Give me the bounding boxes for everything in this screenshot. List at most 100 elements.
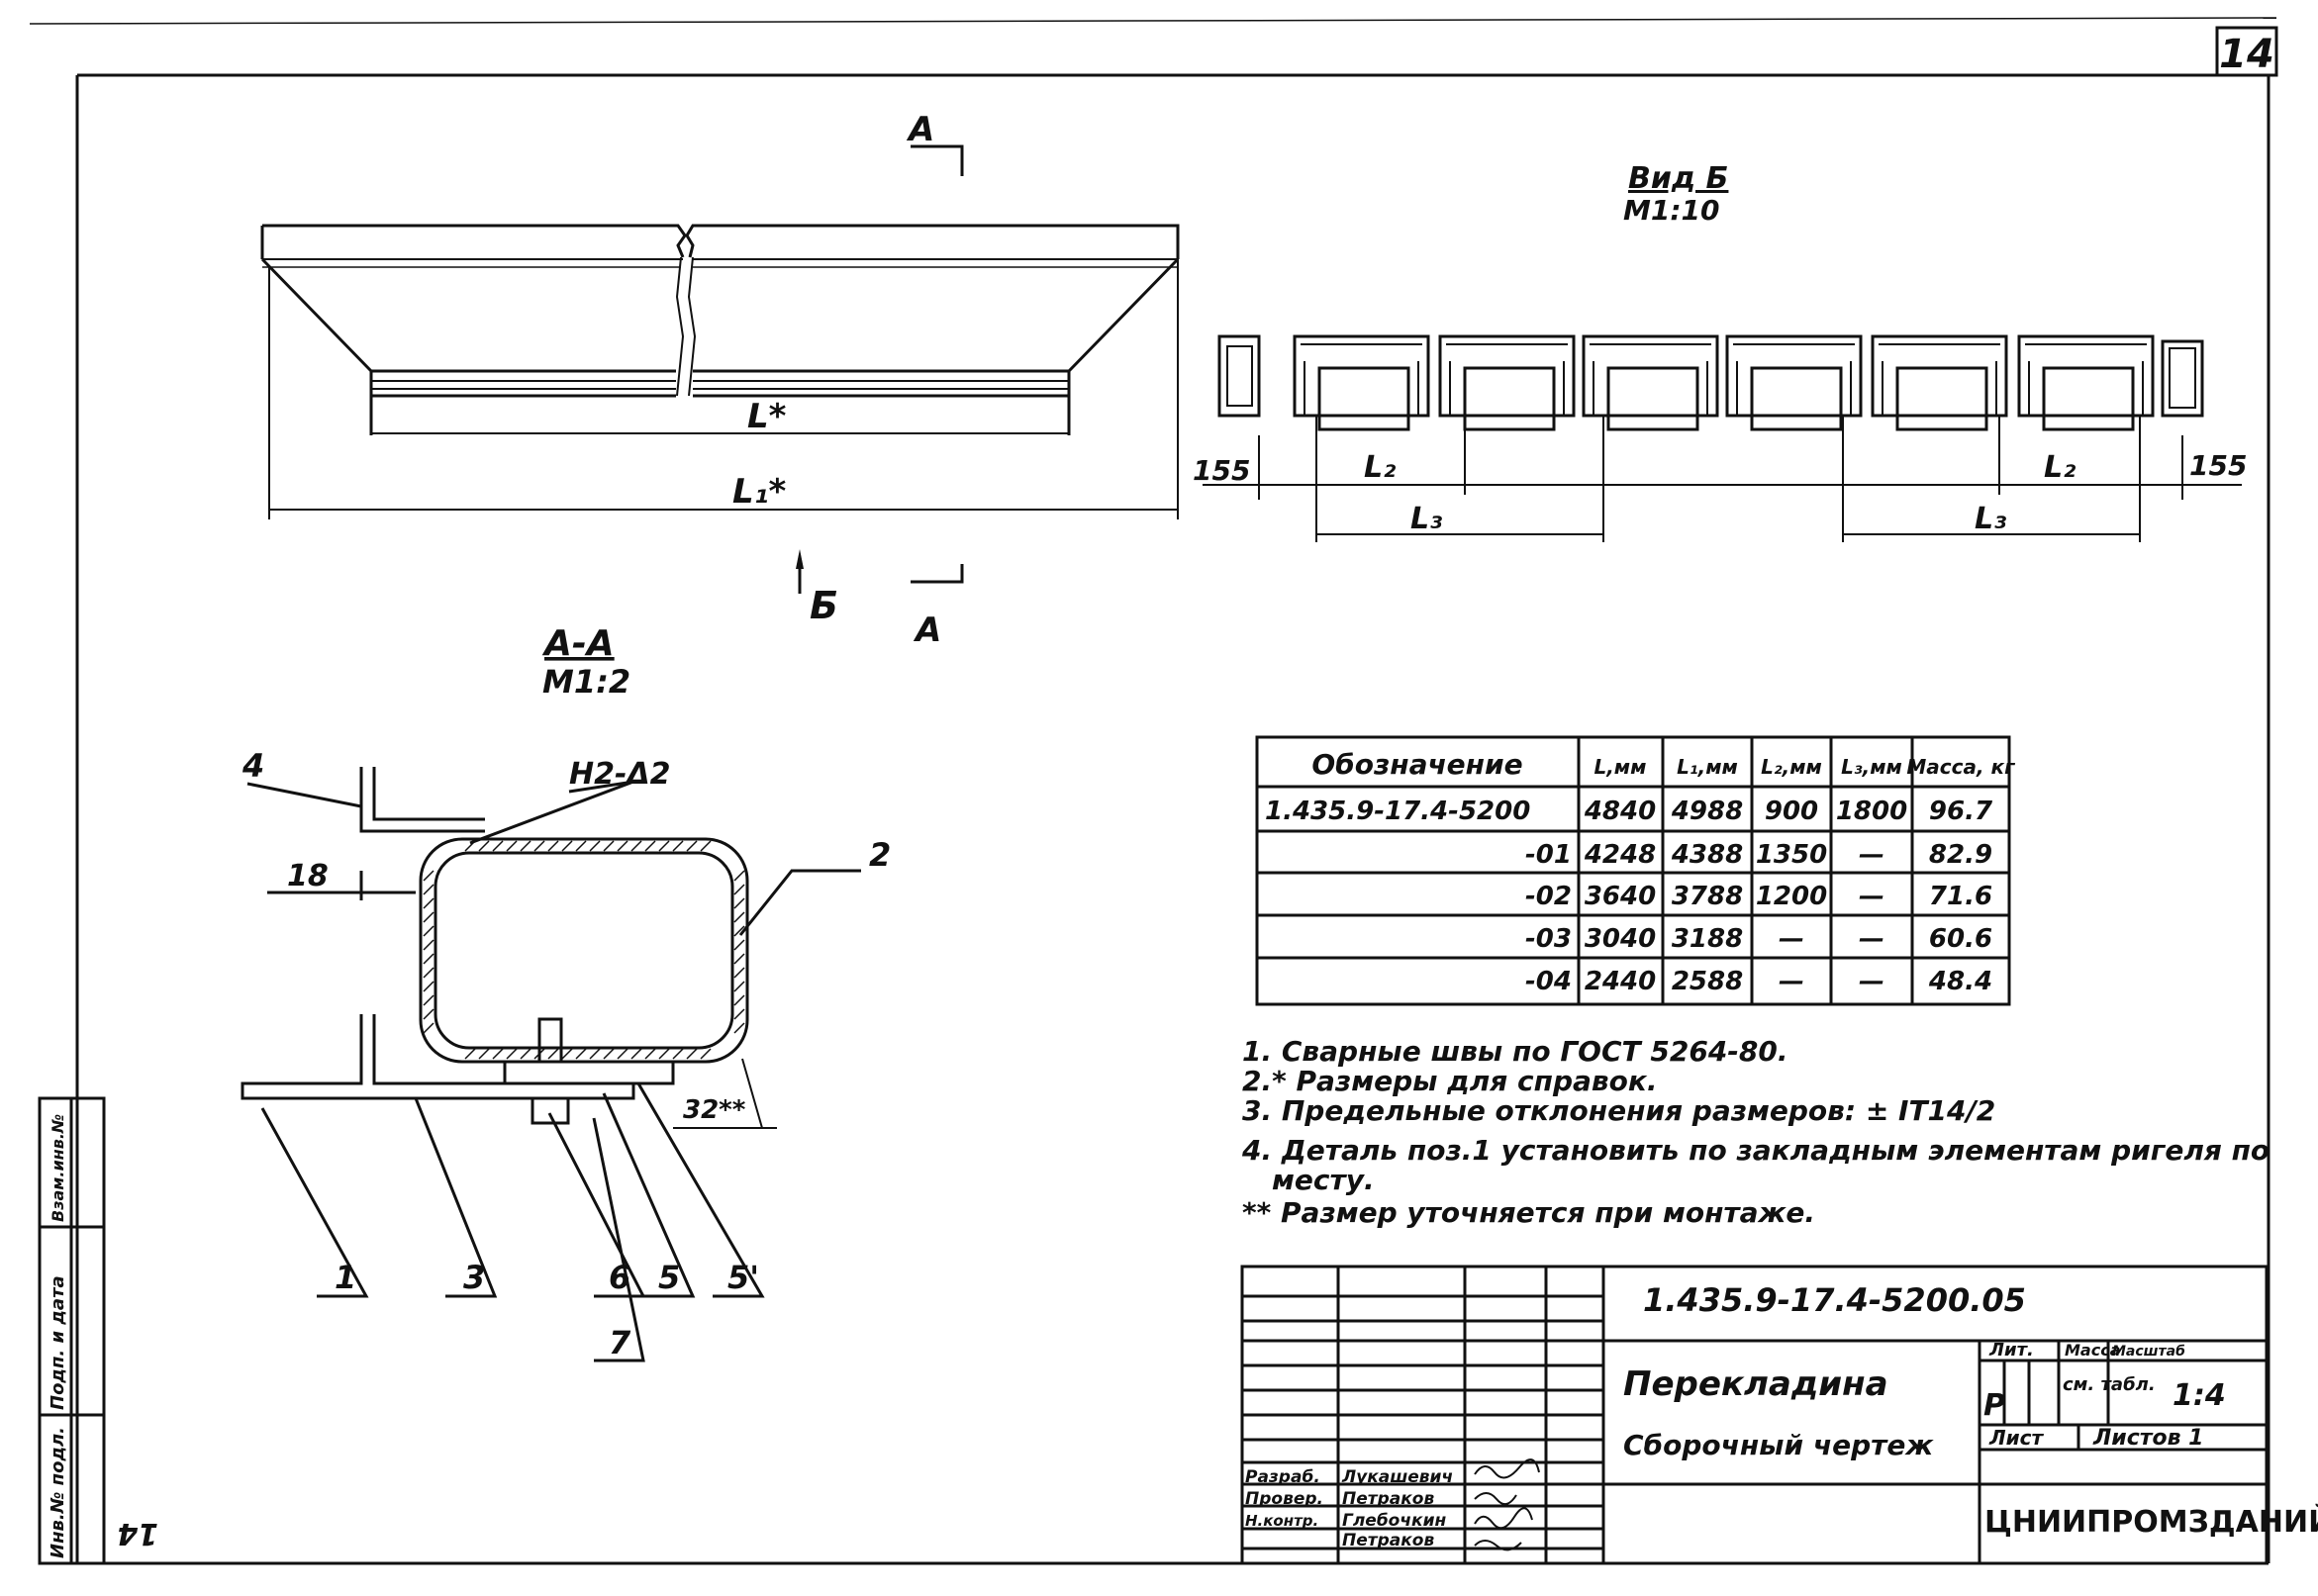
view-b-channel <box>1871 334 2008 418</box>
note-4: 4. Деталь поз.1 установить по закладным … <box>1241 1134 2270 1167</box>
tb-drawing-type: Сборочный чертеж <box>1623 1429 1934 1461</box>
section-aa-drawing <box>241 767 861 1362</box>
table-cell: 1200 <box>1756 882 1827 911</box>
note-5: ** Размер уточняется при монтаже. <box>1242 1196 1815 1229</box>
callout-5: 5 <box>658 1259 680 1296</box>
view-b-plan <box>1217 334 2204 431</box>
tb-scale-value: 1:4 <box>2173 1378 2226 1413</box>
view-b-channel <box>2017 334 2155 418</box>
note-2: 2.* Размеры для справок. <box>1242 1065 1658 1097</box>
view-b-dim-L2-left: L₂ <box>1364 450 1396 485</box>
table-header-cell: Масса, кг <box>1906 755 2015 779</box>
tb-organization: ЦНИИПРОМЗДАНИЙ <box>1984 1504 2318 1540</box>
view-b-plate <box>1750 366 1843 431</box>
elev-view-mark: Б <box>810 584 838 627</box>
callout-4: 4 <box>241 747 264 785</box>
table-cell: 1350 <box>1756 840 1827 870</box>
tb-sheets-label: Листов 1 <box>2092 1426 2203 1451</box>
table-header-cell: Обозначение <box>1311 748 1522 781</box>
page-mark-bottom: 14 <box>117 1516 158 1550</box>
signature-scribbles <box>1474 1458 1540 1551</box>
table-cell: 71.6 <box>1929 882 1992 911</box>
view-b-plate <box>1895 366 1988 431</box>
tb-document-code: 1.435.9-17.4-5200.05 <box>1643 1281 2026 1319</box>
view-b-plate <box>1463 366 1556 431</box>
weld-mark: Н2-Δ2 <box>569 757 671 792</box>
section-aa-title: А-А <box>541 623 615 664</box>
table-cell: — <box>1779 924 1804 954</box>
tb-sig-name-4: Петраков <box>1342 1531 1434 1550</box>
table-header-cell: L₃,мм <box>1841 755 1902 779</box>
table-cell: 4388 <box>1671 840 1743 870</box>
side-stamp-sign: Подп. и дата <box>48 1275 68 1410</box>
tb-item-name: Перекладина <box>1623 1364 1888 1404</box>
view-b-channel <box>1293 334 1430 418</box>
side-stamp <box>38 1096 106 1565</box>
view-b-plate <box>1606 366 1699 431</box>
elev-dim-L1: L₁* <box>732 472 787 512</box>
table-cell: 900 <box>1765 797 1818 826</box>
table-cell: 4248 <box>1584 840 1656 870</box>
table-cell: 1.435.9-17.4-5200 <box>1265 797 1530 826</box>
elev-dim-L: L* <box>747 397 787 436</box>
view-b-end-right <box>2161 339 2204 418</box>
table-cell: -01 <box>1525 840 1572 870</box>
elevation-view <box>260 144 1180 594</box>
view-b-dim-155-right: 155 <box>2189 449 2247 482</box>
table-cell: 1800 <box>1836 797 1907 826</box>
table-cell: 60.6 <box>1929 924 1992 954</box>
view-b-dim-L3-left: L₃ <box>1410 502 1442 536</box>
section-aa-scale: М1:2 <box>542 663 630 701</box>
table-cell: 4988 <box>1671 797 1743 826</box>
table-cell: -04 <box>1525 967 1572 996</box>
view-b-channel <box>1438 334 1576 418</box>
side-stamp-inv: Инв.№ подл. <box>48 1427 68 1558</box>
view-b-title: Вид Б <box>1628 161 1728 196</box>
table-cell: -03 <box>1525 924 1572 954</box>
view-b-dim-155-left: 155 <box>1193 454 1250 487</box>
table-cell: -02 <box>1525 882 1572 911</box>
sheet-frame <box>29 17 2277 1565</box>
tb-lit-value: Р <box>1983 1388 2005 1423</box>
tb-scale-header: Масштаб <box>2112 1344 2185 1360</box>
callout-5-prime: 5' <box>727 1259 759 1296</box>
sheet-number: 14 <box>2219 32 2274 77</box>
view-b-end-left <box>1217 334 1261 418</box>
table-cell: 4840 <box>1584 797 1656 826</box>
side-stamp-replace: Взам.инв.№ <box>48 1114 67 1222</box>
tb-mass-value: см. табл. <box>2063 1374 2156 1395</box>
view-b-scale: М1:10 <box>1623 194 1720 227</box>
view-b-plate <box>1317 366 1410 431</box>
table-cell: 96.7 <box>1929 797 1993 826</box>
table-cell: — <box>1859 840 1884 870</box>
table-cell: — <box>1779 967 1804 996</box>
view-b-dimensions <box>1203 416 2242 542</box>
note-3: 3. Предельные отклонения размеров: ± IT1… <box>1242 1094 1995 1127</box>
tb-sig-role-3: Н.контр. <box>1245 1512 1318 1530</box>
table-cell: 3188 <box>1672 924 1743 954</box>
table-cell: — <box>1859 882 1884 911</box>
elev-section-mark-bottom: А <box>913 610 941 650</box>
tb-sheet-label: Лист <box>1988 1426 2044 1450</box>
callout-1: 1 <box>335 1259 356 1296</box>
callout-7: 7 <box>609 1324 631 1361</box>
sheet-number-box: 14 <box>2215 26 2278 77</box>
table-cell: — <box>1859 924 1884 954</box>
tb-sig-role-1: Разраб. <box>1245 1467 1320 1487</box>
view-b-channel <box>1582 334 1719 418</box>
title-block-grid <box>1240 1265 2269 1565</box>
table-cell: 3788 <box>1672 882 1743 911</box>
view-b-dim-L2-right: L₂ <box>2044 450 2076 485</box>
note-1: 1. Сварные швы по ГОСТ 5264-80. <box>1242 1035 1788 1068</box>
tb-sig-name-3: Глебочкин <box>1342 1511 1446 1531</box>
spec-table-grid <box>1255 735 2011 1006</box>
dim-18: 18 <box>287 859 329 893</box>
view-b-channel <box>1725 334 1863 418</box>
callout-6: 6 <box>609 1259 630 1296</box>
note-4-cont: месту. <box>1272 1164 1375 1196</box>
dim-32: 32** <box>683 1095 746 1125</box>
elev-section-mark-top: А <box>906 110 934 149</box>
table-cell: 48.4 <box>1928 967 1992 996</box>
